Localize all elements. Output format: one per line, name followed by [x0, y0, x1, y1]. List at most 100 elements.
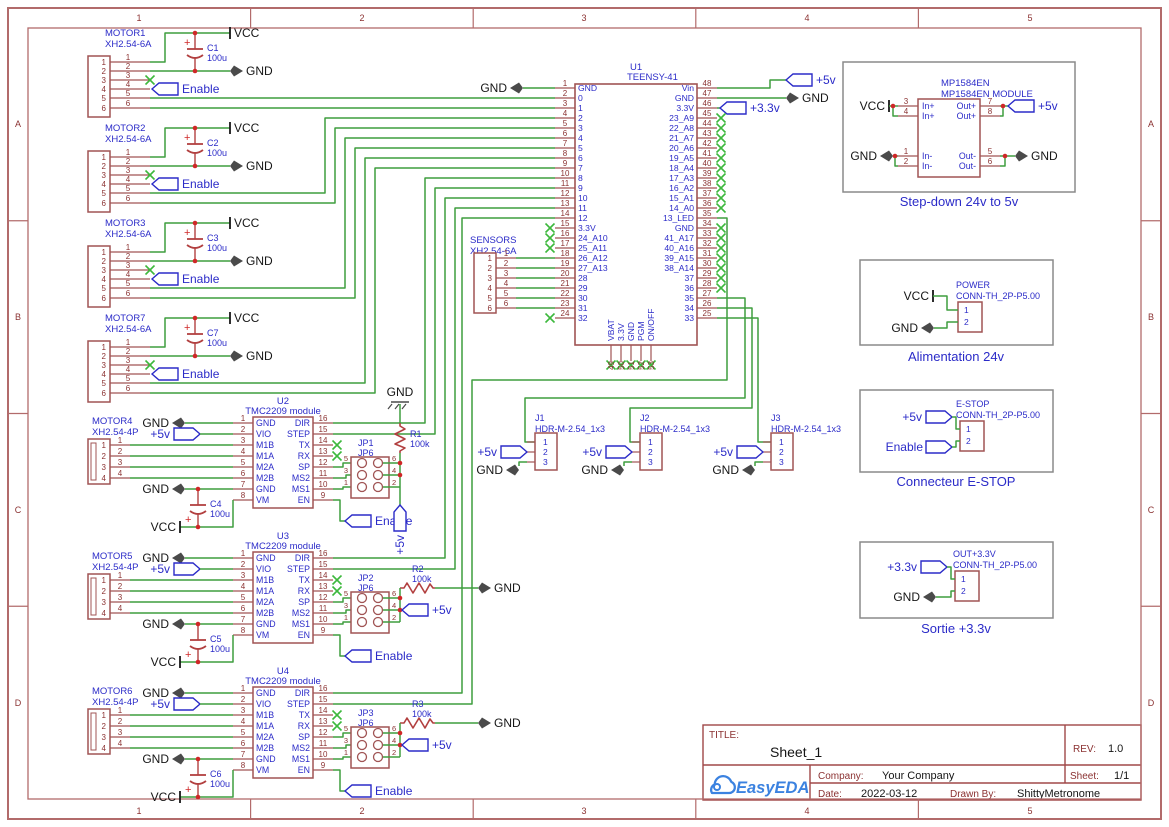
svg-text:33: 33: [684, 313, 694, 323]
svg-text:VIO: VIO: [256, 564, 271, 574]
svg-text:2: 2: [126, 252, 131, 261]
svg-text:6: 6: [488, 304, 493, 313]
svg-text:+: +: [184, 132, 190, 144]
svg-text:53: 53: [647, 360, 656, 369]
svg-text:+: +: [184, 37, 190, 49]
motor-connector-MOTOR3[interactable]: MOTOR3XH2.54-6A112233445566EnableVCCGND+…: [87, 216, 273, 308]
svg-text:VM: VM: [256, 495, 269, 505]
svg-text:4: 4: [102, 180, 107, 189]
svg-text:4: 4: [488, 284, 493, 293]
svg-text:4: 4: [563, 109, 568, 118]
svg-text:JP3: JP3: [358, 708, 374, 718]
svg-text:4: 4: [904, 107, 909, 116]
svg-text:2: 2: [563, 89, 568, 98]
svg-text:A: A: [15, 119, 21, 129]
sheet-title: Sheet_1: [770, 744, 822, 760]
svg-text:5: 5: [988, 147, 993, 156]
svg-text:45: 45: [703, 109, 712, 118]
svg-text:21_A7: 21_A7: [669, 133, 694, 143]
svg-text:3: 3: [102, 266, 107, 275]
svg-text:M2A: M2A: [256, 597, 274, 607]
svg-text:4: 4: [118, 469, 123, 478]
svg-text:3: 3: [241, 571, 246, 580]
svg-text:6: 6: [392, 589, 396, 598]
svg-text:30: 30: [703, 259, 712, 268]
motor-connector-MOTOR1[interactable]: MOTOR1XH2.54-6A112233445566EnableVCCGND+…: [87, 26, 273, 118]
motor-connector-MOTOR2[interactable]: MOTOR2XH2.54-6A112233445566EnableVCCGND+…: [87, 121, 273, 213]
svg-text:15: 15: [319, 695, 328, 704]
svg-text:GND: GND: [142, 551, 169, 565]
svg-text:5: 5: [578, 143, 583, 153]
svg-text:VCC: VCC: [234, 121, 260, 135]
svg-text:26: 26: [703, 299, 712, 308]
svg-text:36: 36: [703, 199, 712, 208]
svg-text:M2B: M2B: [256, 608, 274, 618]
svg-text:1: 1: [241, 549, 246, 558]
svg-text:3: 3: [126, 166, 131, 175]
svg-text:6: 6: [563, 129, 568, 138]
svg-text:37: 37: [684, 273, 694, 283]
svg-text:11: 11: [561, 179, 570, 188]
svg-text:9: 9: [321, 491, 326, 500]
svg-text:XH2.54-6A: XH2.54-6A: [105, 324, 152, 335]
svg-text:M1A: M1A: [256, 586, 274, 596]
svg-text:9: 9: [578, 183, 583, 193]
svg-text:GND: GND: [494, 716, 521, 730]
svg-text:XH2.54-4P: XH2.54-4P: [92, 427, 138, 438]
svg-text:46: 46: [703, 99, 712, 108]
svg-text:100u: 100u: [207, 53, 227, 63]
svg-text:15_A1: 15_A1: [669, 193, 694, 203]
svg-text:2: 2: [966, 436, 971, 446]
sheet-value: 1/1: [1114, 770, 1129, 782]
svg-text:TEENSY-41: TEENSY-41: [627, 72, 678, 83]
svg-text:1: 1: [102, 441, 107, 450]
svg-text:XH2.54-4P: XH2.54-4P: [92, 697, 138, 708]
svg-text:34: 34: [684, 303, 694, 313]
svg-text:1: 1: [488, 254, 493, 263]
estop-caption: Connecteur E-STOP: [897, 474, 1016, 489]
power-frame: [859, 259, 1054, 346]
svg-text:2: 2: [118, 447, 123, 456]
svg-text:MOTOR2: MOTOR2: [105, 123, 145, 134]
svg-text:36: 36: [684, 283, 694, 293]
svg-text:XH2.54-6A: XH2.54-6A: [105, 229, 152, 240]
svg-text:31: 31: [578, 303, 588, 313]
svg-text:5: 5: [504, 289, 509, 298]
svg-text:29: 29: [703, 269, 712, 278]
svg-text:6: 6: [241, 739, 246, 748]
svg-text:43: 43: [703, 129, 712, 138]
svg-text:DIR: DIR: [295, 418, 310, 428]
module-frames: Step-down 24v to 5v Alimentation 24v Con…: [842, 61, 1076, 636]
svg-text:GND: GND: [626, 322, 636, 341]
svg-text:GND: GND: [142, 617, 169, 631]
svg-text:2: 2: [648, 447, 653, 457]
svg-text:32: 32: [578, 313, 588, 323]
svg-text:MOTOR3: MOTOR3: [105, 218, 145, 229]
sheet-label: Sheet:: [1070, 771, 1099, 782]
svg-text:16: 16: [319, 549, 328, 558]
motor-connector-MOTOR7[interactable]: MOTOR7XH2.54-6A112233445566EnableVCCGND+…: [87, 311, 273, 403]
svg-text:1: 1: [241, 414, 246, 423]
svg-text:14: 14: [319, 436, 328, 445]
svg-text:6: 6: [392, 724, 396, 733]
